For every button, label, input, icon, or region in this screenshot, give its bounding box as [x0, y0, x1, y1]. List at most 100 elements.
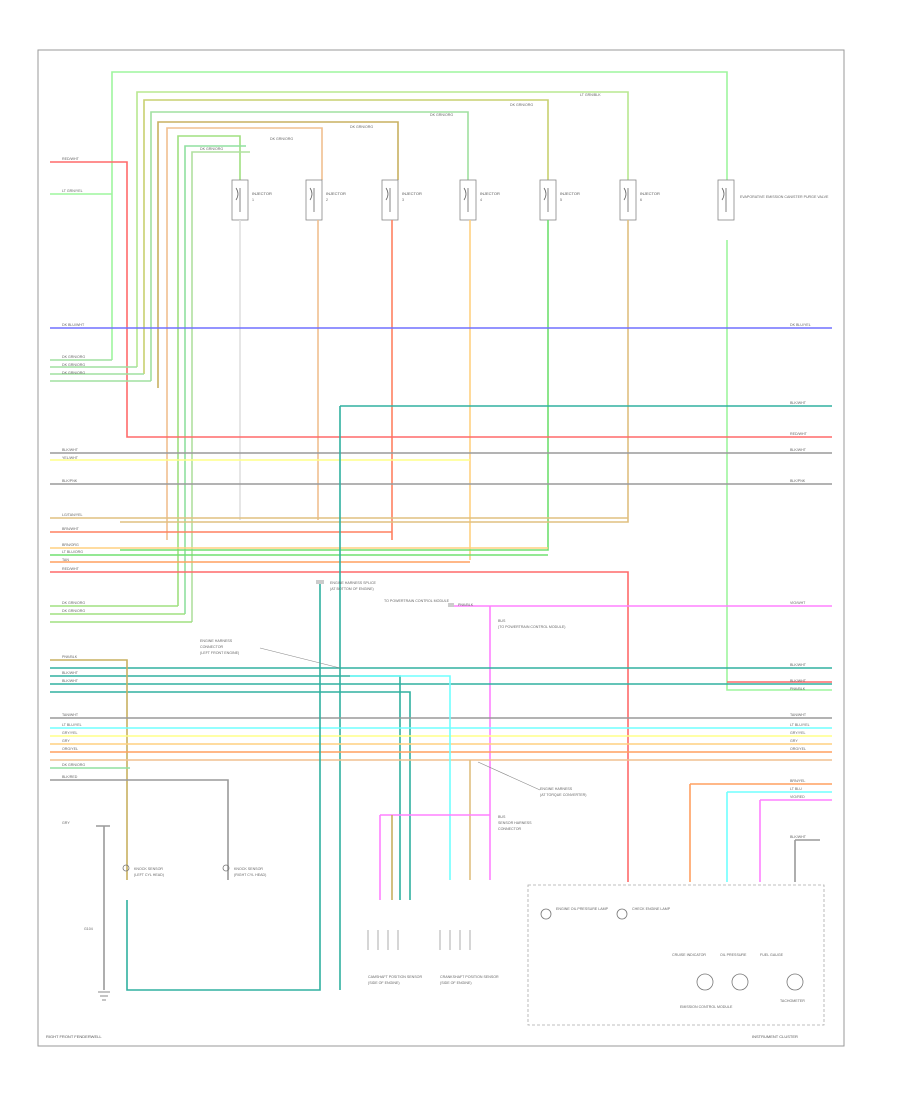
left-label-9: BLK/PNK [62, 479, 78, 483]
injector-2-label: INJECTOR [326, 191, 346, 196]
top-label-4: DK GRN/ORG [350, 125, 373, 129]
right-label-3: RED/WHT [790, 432, 808, 436]
right-label-17: VIO/RED [790, 795, 805, 799]
knock-sensor-left-label: KNOCK SENSOR [134, 867, 163, 871]
knock-sensor-left-sub: (LEFT CYL HEAD) [134, 873, 164, 877]
injector-4: INJECTOR 4 [459, 179, 500, 221]
bus-note-sub: (TO POWERTRAIN CONTROL MODULE) [498, 625, 565, 629]
injector-feed-wires [111, 71, 832, 691]
left-label-25: ORG/YEL [62, 747, 78, 751]
right-label-9: PNK/BLK [790, 687, 806, 691]
right-label-6: VIO/WHT [790, 601, 806, 605]
ground-point-label: G104 [84, 927, 93, 931]
right-label-10: TAN/WHT [790, 713, 807, 717]
knock-sensor-left: KNOCK SENSOR (LEFT CYL HEAD) [122, 864, 164, 877]
right-label-12: GRY/YEL [790, 731, 806, 735]
sensor-camshaft-sub: (SIDE OF ENGINE) [368, 981, 400, 985]
grd-note-sub: (AT TORQUE CONVERTER) [540, 793, 586, 797]
injector-4-number: 4 [480, 198, 482, 202]
right-label-11: LT BLU/YEL [790, 723, 810, 727]
sensors: CAMSHAFT POSITION SENSOR (SIDE OF ENGINE… [367, 930, 499, 985]
footer-right: INSTRUMENT CLUSTER [752, 1034, 798, 1039]
sensor-crankshaft-sub: (SIDE OF ENGINE) [440, 981, 472, 985]
right-label-13: GRY [790, 739, 798, 743]
injector-4-label: INJECTOR [480, 191, 500, 196]
right-label-14: ORG/YEL [790, 747, 806, 751]
right-label-4: BLK/WHT [790, 448, 807, 452]
injector-3-number: 3 [402, 198, 404, 202]
cluster-sub: EMISSION CONTROL MODULE [680, 1005, 733, 1009]
top-label-2: DK GRN/ORG [510, 103, 533, 107]
horizontal-wires [50, 161, 832, 991]
jumper-note: BUS [498, 815, 506, 819]
left-label-18: PNK/BLK [62, 655, 78, 659]
annotations: ENGINE HARNESS SPLICE (AT BOTTOM OF ENGI… [84, 580, 586, 931]
left-label-26: DK GRN/ORG [62, 763, 85, 767]
cluster-item-4: OIL PRESSURE [720, 953, 747, 957]
left-label-4: DK GRN/ORG [62, 355, 85, 359]
injector-3: INJECTOR 3 [381, 179, 422, 221]
injector-1-label: INJECTOR [252, 191, 272, 196]
left-label-20: BLK/WHT [62, 679, 79, 683]
sensor-crankshaft: CRANKSHAFT POSITION SENSOR (SIDE OF ENGI… [439, 930, 499, 985]
injector-output-wires [120, 220, 629, 560]
right-wire-labels: DK BLU/YEL BLK/WHT RED/WHT BLK/WHT BLK/P… [790, 323, 811, 839]
left-label-27: BLK/RED [62, 775, 78, 779]
ground-symbol [98, 991, 110, 1001]
right-label-2: BLK/WHT [790, 401, 807, 405]
injector-1-number: 1 [252, 198, 254, 202]
top-wire-labels: LT GRN/BLK DK GRN/ORG DK GRN/ORG DK GRN/… [200, 93, 601, 151]
left-label-28: GRY [62, 821, 70, 825]
left-label-21: TAN/WHT [62, 713, 79, 717]
left-label-12: BRN/ORG [62, 543, 79, 547]
right-label-1: DK BLU/YEL [790, 323, 811, 327]
engine-harness-sub2: (LEFT FRONT ENGINE) [200, 651, 239, 655]
bus-note: BUS [498, 619, 506, 623]
cluster-item-1: ENGINE OIL PRESSURE LAMP [556, 907, 609, 911]
jumper-note-sub2: CONNECTOR [498, 827, 521, 831]
knock-sensor-right-sub: (RIGHT CYL HEAD) [234, 873, 266, 877]
right-label-15: BRN/YEL [790, 779, 805, 783]
left-wire-labels: RED/WHT LT GRN/YEL DK BLU/WHT DK GRN/ORG… [62, 157, 85, 825]
left-label-17: DK GRN/ORG [62, 609, 85, 613]
right-label-7: BLK/WHT [790, 663, 807, 667]
injector-5-label: INJECTOR [560, 191, 580, 196]
injector-row: INJECTOR 1 INJECTOR 2 INJECTOR 3 INJECTO… [231, 179, 829, 221]
engine-harness-label: ENGINE HARNESS [200, 639, 233, 643]
instrument-cluster: ENGINE OIL PRESSURE LAMP CHECK ENGINE LA… [527, 884, 825, 1026]
left-label-6: DK GRN/ORG [62, 371, 85, 375]
right-label-8: BLK/WHT [790, 679, 807, 683]
splice-top-sub: (AT BOTTOM OF ENGINE) [330, 587, 374, 591]
left-label-7: BLK/WHT [62, 448, 79, 452]
cluster-item-2: CHECK ENGINE LAMP [632, 907, 671, 911]
left-label-1: RED/WHT [62, 157, 80, 161]
sensor-crankshaft-label: CRANKSHAFT POSITION SENSOR [440, 975, 499, 979]
left-label-23: GRY/YEL [62, 731, 78, 735]
top-label-1: LT GRN/BLK [580, 93, 601, 97]
injector-5-number: 5 [560, 198, 562, 202]
purge-valve-label: EVAPORATIVE EMISSION CANISTER PURGE VALV… [740, 195, 829, 199]
sensor-camshaft-label: CAMSHAFT POSITION SENSOR [368, 975, 422, 979]
cluster-item-5: FUEL GAUGE [760, 953, 784, 957]
top-label-3: DK GRN/ORG [430, 113, 453, 117]
left-label-14: TAN [62, 558, 69, 562]
right-label-16: LT BLU [790, 787, 802, 791]
right-label-18: BLK/WHT [790, 835, 807, 839]
left-label-24: GRY [62, 739, 70, 743]
pnk-note: PNK/BLK [458, 603, 474, 607]
grd-note: ENGINE HARNESS [540, 787, 573, 791]
left-label-2: LT GRN/YEL [62, 189, 83, 193]
injector-5: INJECTOR 5 [539, 179, 580, 221]
jumper-note-sub: SENSOR HARNESS [498, 821, 532, 825]
injector-2: INJECTOR 2 [305, 179, 346, 221]
cluster-item-6: TACHOMETER [780, 999, 805, 1003]
lower-left-components: KNOCK SENSOR (LEFT CYL HEAD) KNOCK SENSO… [98, 864, 266, 1001]
diagram-border [37, 49, 845, 1047]
left-label-3: DK BLU/WHT [62, 323, 85, 327]
knock-sensor-right-label: KNOCK SENSOR [234, 867, 263, 871]
right-label-5: BLK/PNK [790, 479, 806, 483]
footer-left: RIGHT FRONT FENDERWELL [46, 1034, 102, 1039]
left-label-19: BLK/WHT [62, 671, 79, 675]
splice-top-label: ENGINE HARNESS SPLICE [330, 581, 377, 585]
